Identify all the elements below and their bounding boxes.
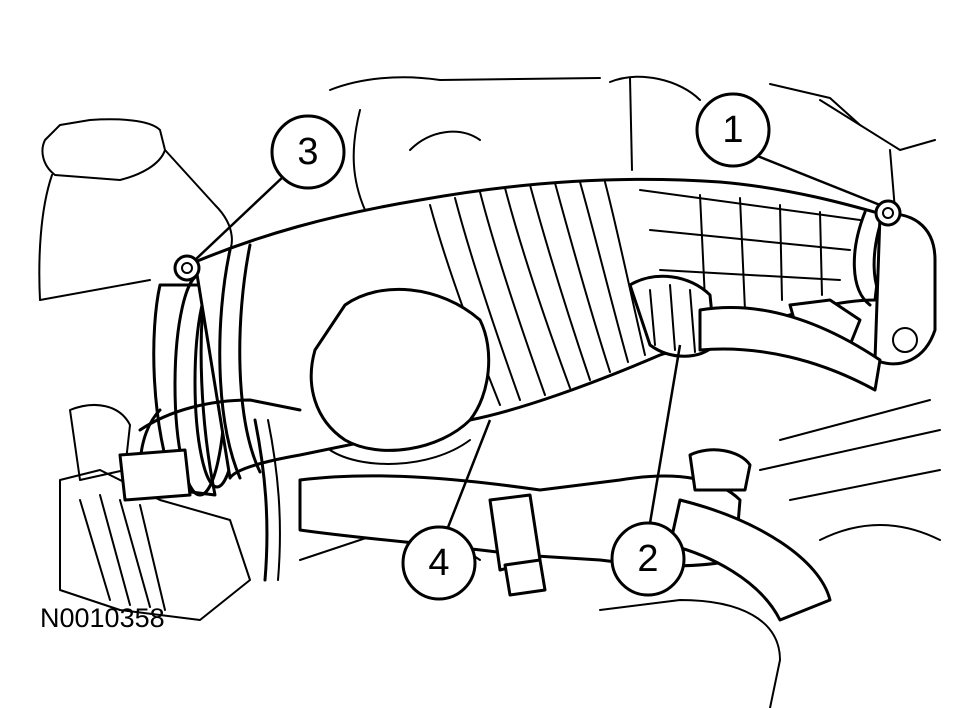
leader-line-4 — [443, 419, 492, 536]
clamp-screws — [173, 199, 902, 282]
callout-2: 2 — [610, 521, 686, 597]
wiring-harness — [118, 398, 302, 582]
figure-id-label: N0010358 — [40, 603, 165, 633]
resonator — [309, 287, 491, 465]
lower-coolant-hoses — [298, 448, 832, 622]
callout-4: 4 — [401, 525, 477, 601]
callout-3-label: 3 — [297, 131, 318, 173]
callout-1: 1 — [695, 92, 771, 168]
air-cleaner-housing — [152, 273, 241, 497]
throttle-body — [788, 212, 937, 366]
leader-line-3 — [194, 174, 286, 261]
leader-line-2 — [646, 344, 682, 536]
callout-2-label: 2 — [637, 538, 658, 580]
callout-3: 3 — [270, 114, 346, 190]
callout-4-label: 4 — [428, 542, 449, 584]
leader-line-1 — [754, 153, 881, 207]
crankcase-vent-hose — [628, 274, 882, 392]
callout-1-label: 1 — [722, 109, 743, 151]
